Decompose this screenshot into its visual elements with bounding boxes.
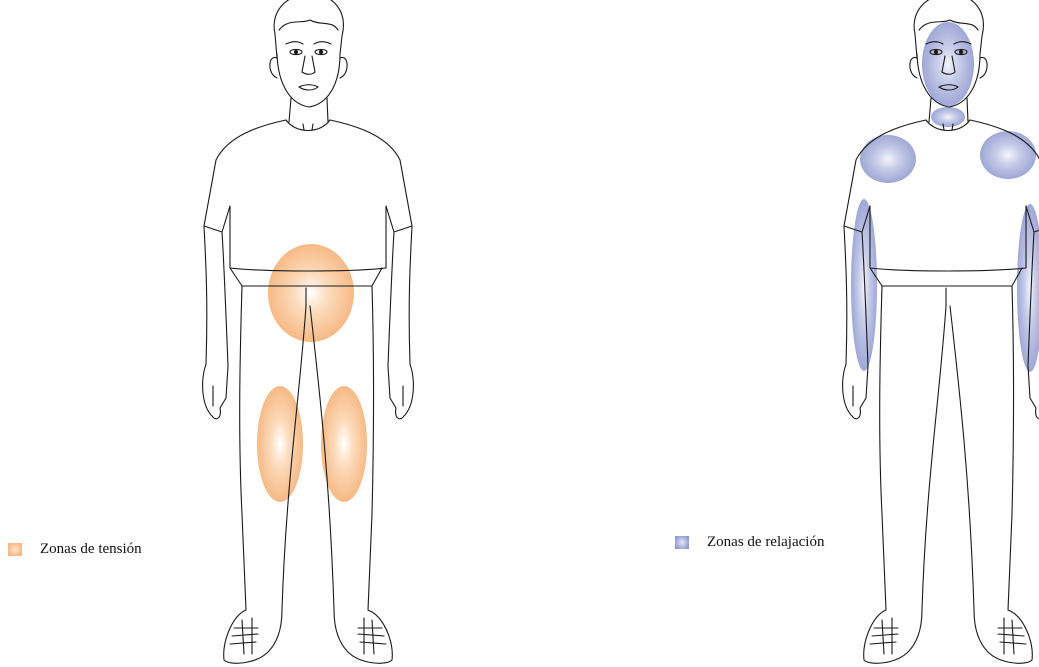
relax-zone-left-shoulder <box>860 135 916 183</box>
figure-relaxation <box>843 0 1039 663</box>
legend-tension-swatch <box>8 543 22 556</box>
legend-relaxation: Zonas de relajación <box>675 534 824 551</box>
legend-relaxation-label: Zonas de relajación <box>707 534 824 551</box>
figure-tension <box>203 0 414 663</box>
tension-zone-abdomen <box>268 244 354 342</box>
relax-zone-neck <box>931 107 965 127</box>
relax-zone-right-arm <box>1017 204 1039 372</box>
relax-zone-face <box>922 22 974 106</box>
legend-tension: Zonas de tensión <box>8 541 142 558</box>
relax-zone-right-shoulder <box>980 131 1036 179</box>
tension-zone-left-thigh <box>257 386 303 502</box>
legend-relaxation-swatch <box>675 536 689 549</box>
legend-tension-label: Zonas de tensión <box>40 541 142 558</box>
